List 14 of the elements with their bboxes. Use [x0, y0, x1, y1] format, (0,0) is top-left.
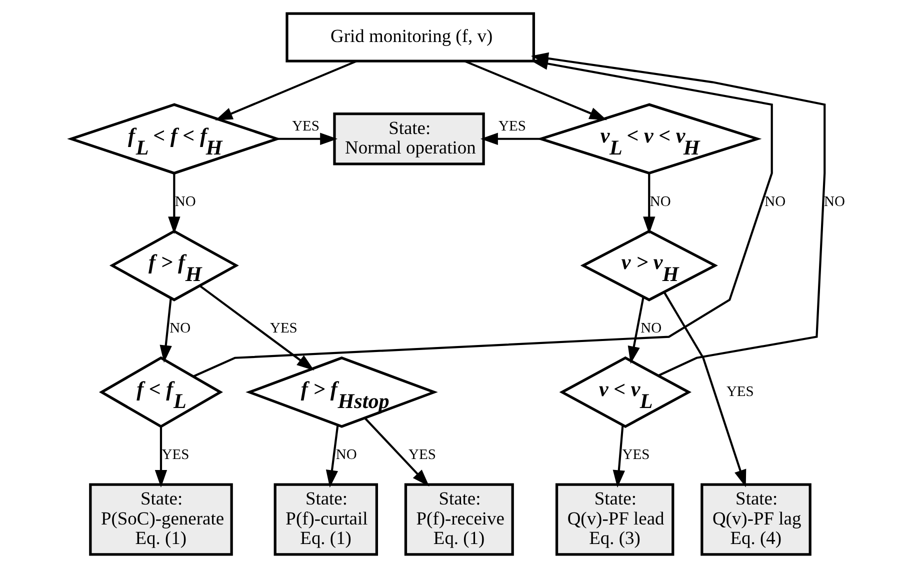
edge-label: NO [764, 194, 786, 210]
edge-label: NO [640, 320, 662, 337]
edge-label: YES [162, 447, 190, 464]
edge-label: YES [292, 118, 320, 135]
edge-label: YES [498, 118, 526, 135]
edge-label: YES [408, 447, 436, 464]
edge-label: YES [622, 447, 650, 464]
edge-label: NO [170, 320, 191, 337]
edge-label: NO [174, 194, 196, 210]
edge-label: NO [336, 447, 357, 464]
edge-label: YES [270, 320, 298, 337]
edge-label: NO [650, 194, 671, 210]
edge-label: NO [824, 194, 845, 210]
edge-label: YES [726, 384, 754, 400]
